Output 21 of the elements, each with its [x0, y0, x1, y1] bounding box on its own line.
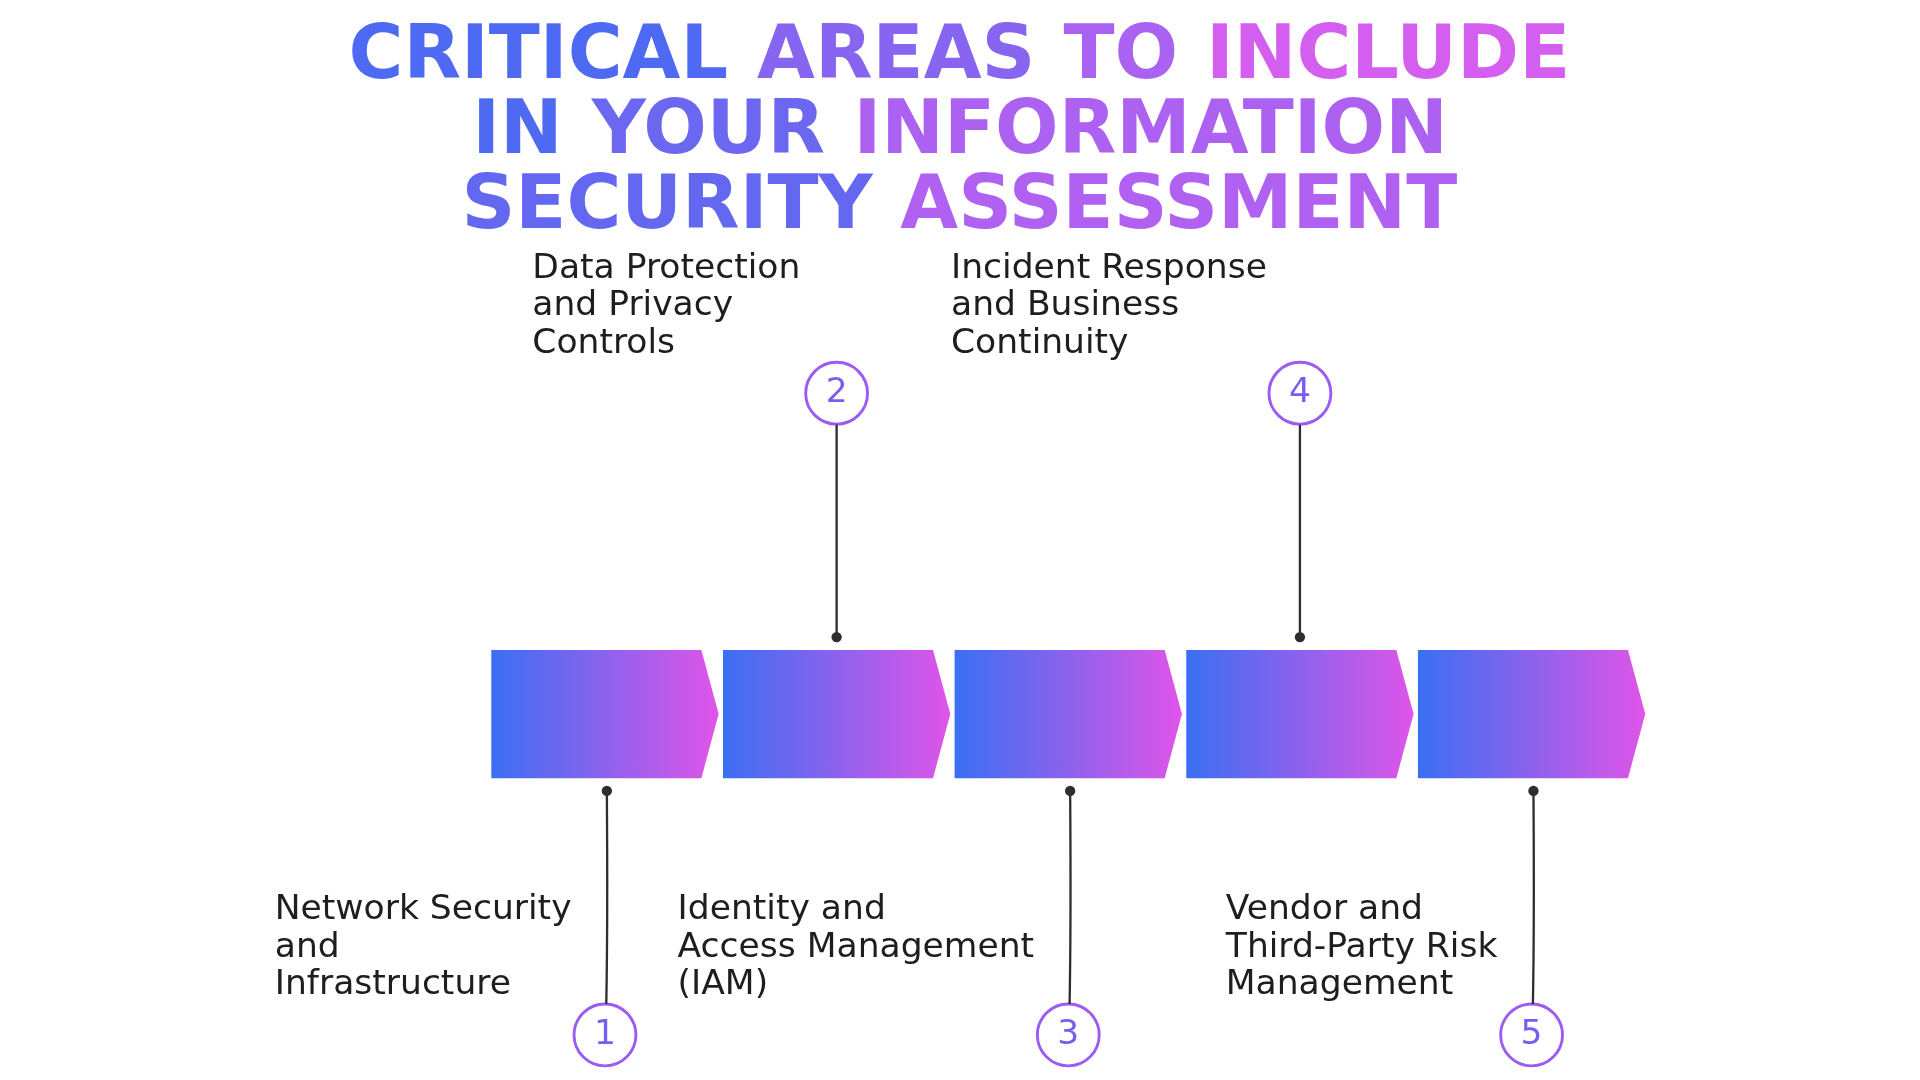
node-chevron	[491, 650, 719, 779]
node-label: Vendor and Third-Party Risk Management	[1225, 887, 1498, 1003]
node-chevron	[1417, 650, 1646, 779]
connector	[831, 424, 842, 643]
connector	[1064, 785, 1076, 1004]
node-circle: 1	[572, 1002, 638, 1068]
node-circle: 2	[804, 360, 869, 426]
node-label: Data Protection and Privacy Controls	[532, 245, 801, 361]
diagram-title: CRITICAL AREAS TO INCLUDE IN YOUR INFORMATION SECURITY ASSESSMENT	[348, 9, 1571, 246]
connector	[601, 785, 612, 1004]
connector	[1294, 424, 1306, 643]
node-label: Identity and Access Management (IAM)	[677, 887, 1035, 1003]
node-circle: 4	[1267, 360, 1333, 426]
node-circle: 5	[1499, 1002, 1564, 1068]
node-label: Incident Response and Business Continuity	[951, 245, 1267, 361]
connector	[1528, 785, 1539, 1004]
node-label: Network Security and Infrastructure	[274, 887, 572, 1003]
node-chevron	[722, 650, 951, 779]
node-chevron	[1186, 650, 1414, 779]
node-circle: 3	[1035, 1002, 1101, 1068]
node-chevron	[954, 650, 1182, 779]
